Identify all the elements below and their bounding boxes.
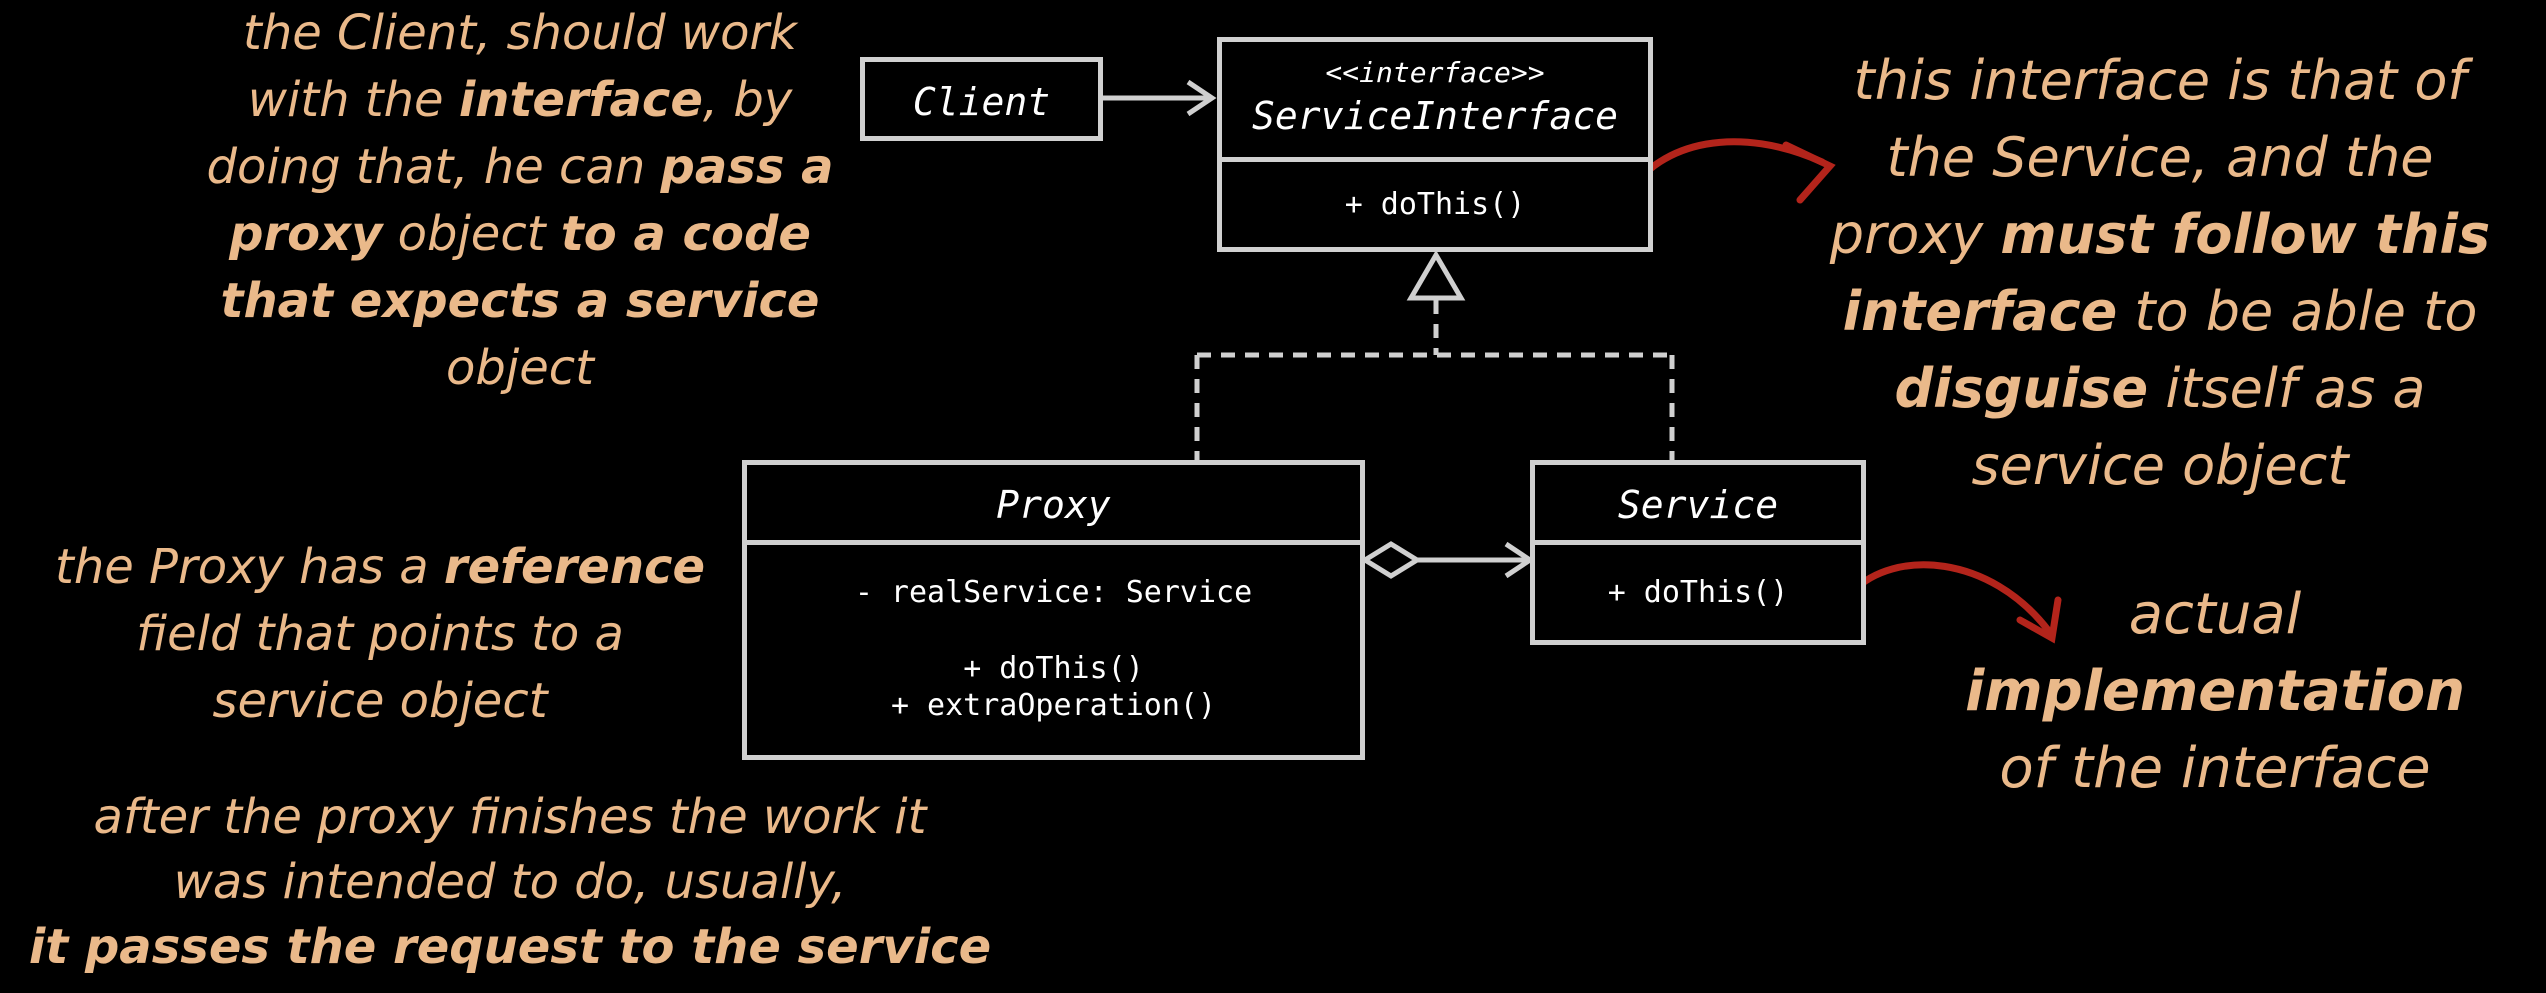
note-emphasis: interface [458, 72, 703, 128]
work-note: after the proxy finishes the work it was … [0, 785, 1020, 980]
note-emphasis: proxy [229, 206, 383, 262]
note-text: the Service, and the [1886, 126, 2434, 189]
note-line: the Proxy has a reference [30, 534, 730, 601]
interface-divider [1222, 157, 1648, 162]
note-line: of the interface [1900, 730, 2530, 807]
note-line: this interface is that of [1800, 42, 2520, 119]
note-text: doing that, he can [206, 139, 661, 195]
note-text: service object [212, 673, 548, 729]
interface-stereotype: <<interface>> [1325, 56, 1545, 89]
realization-connector [1194, 250, 1675, 460]
note-text: service object [1971, 434, 2349, 497]
proxy-method: + doThis() [963, 651, 1144, 686]
proxy-divider [747, 540, 1360, 545]
interface-note: this interface is that of the Service, an… [1800, 42, 2520, 504]
note-text: after the proxy finishes the work it [93, 789, 927, 845]
note-line: doing that, he can pass a [180, 134, 860, 201]
aggregation-arrow [1360, 541, 1535, 579]
service-class-box: Service + doThis() [1530, 460, 1866, 645]
note-line: the Client, should work [180, 0, 860, 67]
note-line: with the interface, by [180, 67, 860, 134]
service-divider [1535, 540, 1861, 545]
note-text: this interface is that of [1853, 49, 2467, 112]
service-method: + doThis() [1607, 575, 1789, 610]
note-line: proxy object to a code [180, 201, 860, 268]
note-line: disguise itself as a [1800, 350, 2520, 427]
note-emphasis: that expects a service [220, 273, 820, 329]
interface-method: + doThis() [1344, 187, 1526, 222]
note-line: service object [1800, 427, 2520, 504]
note-text: object [382, 206, 561, 262]
note-line: proxy must follow this [1800, 196, 2520, 273]
note-emphasis: to a code [560, 206, 811, 262]
proxy-class-box: Proxy - realService: Service + doThis() … [742, 460, 1365, 760]
note-line: actual [1900, 576, 2530, 653]
note-emphasis: implementation [1965, 659, 2465, 724]
note-text: was intended to do, usually, [173, 854, 847, 910]
note-line: field that points to a [30, 601, 730, 668]
note-text: object [446, 340, 594, 396]
note-text: the Client, should work [243, 5, 797, 61]
note-line: implementation [1900, 653, 2530, 730]
note-text: field that points to a [136, 606, 624, 662]
service-interface-name: ServiceInterface [1251, 94, 1619, 138]
note-line: the Service, and the [1800, 119, 2520, 196]
note-line: interface to be able to [1800, 273, 2520, 350]
note-emphasis: it passes the request to the service [28, 919, 992, 975]
note-emphasis: pass a [660, 139, 834, 195]
note-line: it passes the request to the service [0, 915, 1020, 980]
note-text: itself as a [2148, 357, 2426, 420]
note-emphasis: must follow this [2000, 203, 2491, 266]
note-text: to be able to [2117, 280, 2478, 343]
note-text: of the interface [1999, 736, 2431, 801]
note-line: that expects a service [180, 268, 860, 335]
service-class-name: Service [1617, 483, 1779, 527]
note-text: with the [247, 72, 459, 128]
note-line: object [180, 335, 860, 402]
note-text: proxy [1829, 203, 2001, 266]
service-note: actual implementation of the interface [1900, 576, 2530, 807]
note-line: after the proxy finishes the work it [0, 785, 1020, 850]
proxy-field: - realService: Service [854, 575, 1253, 610]
client-note: the Client, should work with the interfac… [180, 0, 860, 402]
note-text: actual [2128, 582, 2302, 647]
note-text: , by [702, 72, 793, 128]
note-emphasis: interface [1842, 280, 2118, 343]
client-class-box: Client [860, 57, 1103, 141]
client-to-interface-arrow [1102, 79, 1217, 117]
note-emphasis: disguise [1894, 357, 2149, 420]
note-line: was intended to do, usually, [0, 850, 1020, 915]
service-callout-arrow [1848, 561, 2062, 644]
proxy-class-name: Proxy [996, 483, 1111, 527]
note-emphasis: reference [443, 539, 705, 595]
proxy-method: + extraOperation() [890, 688, 1217, 723]
client-class-name: Client [912, 80, 1051, 124]
note-line: service object [30, 668, 730, 735]
service-interface-box: <<interface>> ServiceInterface + doThis(… [1217, 37, 1653, 252]
note-text: the Proxy has a [55, 539, 444, 595]
